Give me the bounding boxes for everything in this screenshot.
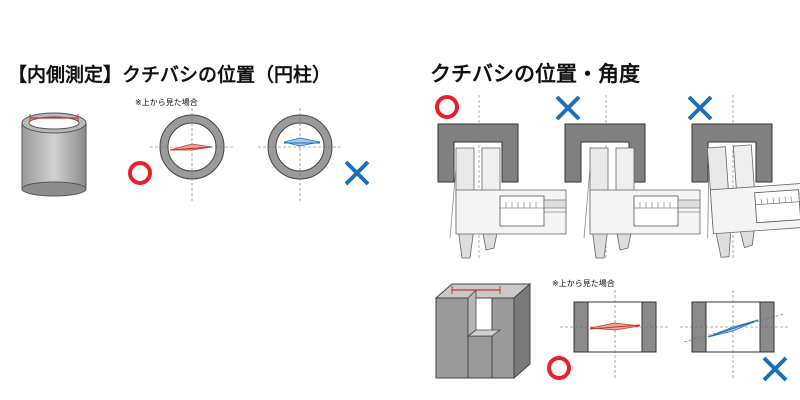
ring-top-view-correct	[150, 108, 234, 202]
u-block-illustration	[434, 282, 532, 380]
caliper-panel-wrong-2	[691, 95, 800, 260]
correct-mark-icon	[128, 161, 152, 185]
caliper-panel-correct	[437, 95, 567, 260]
ring-top-view-wrong	[258, 108, 342, 202]
wrong-mark-icon	[687, 95, 713, 121]
block-top-view-correct	[560, 290, 670, 380]
wrong-mark-icon	[344, 160, 370, 186]
cylinder-illustration	[21, 112, 87, 197]
top-view-note: ※上から見た場合	[135, 98, 198, 107]
wrong-mark-icon	[555, 95, 581, 121]
wrong-mark-icon	[762, 356, 788, 382]
correct-mark-icon	[547, 356, 571, 380]
block-top-view-wrong	[680, 290, 788, 380]
correct-mark-icon	[435, 95, 459, 119]
title-inner-cylinder: 【内側測定】クチバシの位置（円柱）	[8, 64, 332, 86]
caliper-panel-wrong-1	[564, 95, 701, 260]
top-view-note: ※上から見た場合	[552, 279, 615, 288]
title-position-angle: クチバシの位置・角度	[430, 62, 640, 86]
